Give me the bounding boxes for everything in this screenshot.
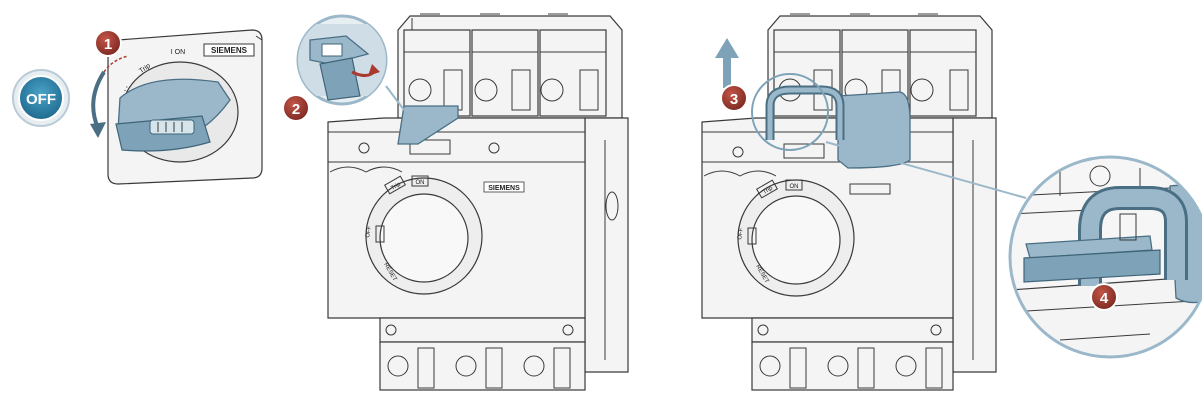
step-2-number: 2 (292, 101, 300, 118)
step-2-badge: 2 (282, 94, 310, 122)
breaker-2-trip: Trip (762, 185, 774, 196)
step-3-badge: 3 (720, 84, 748, 112)
step-3-number: 3 (730, 91, 738, 108)
step-1-number: 1 (104, 36, 112, 53)
lock-detail-zoom (1008, 155, 1202, 359)
rotary-operator-plate: SIEMENS I ON Trip ∴ (107, 29, 263, 185)
breaker-2-off: OFF (737, 227, 745, 240)
circuit-breaker-2: Trip ON OFF RESET (701, 13, 997, 391)
breaker-1-trip: Trip (390, 181, 402, 192)
breaker-1-on: ON (416, 180, 425, 186)
breaker-1-off: OFF (365, 225, 373, 238)
circuit-breaker-1: SIEMENS Trip ON OFF RESET (327, 13, 629, 391)
step-2-detail-magnifier (296, 14, 405, 111)
step-4-number: 4 (1100, 290, 1109, 307)
rotation-arrow (91, 70, 106, 129)
step-1-badge: 1 (94, 29, 122, 57)
breaker-2-on: ON (790, 184, 799, 190)
plate-brand: SIEMENS (211, 46, 248, 55)
step-4-badge: 4 (1090, 283, 1118, 311)
plate-on-label: I ON (171, 49, 185, 56)
rotation-arrow-head (90, 122, 106, 138)
off-badge-label: OFF (26, 91, 56, 108)
breaker-1-brand: SIEMENS (488, 185, 520, 192)
lift-arrow (715, 38, 739, 88)
plate-dots: ∴ (124, 84, 130, 94)
off-position-badge: OFF (12, 69, 70, 127)
